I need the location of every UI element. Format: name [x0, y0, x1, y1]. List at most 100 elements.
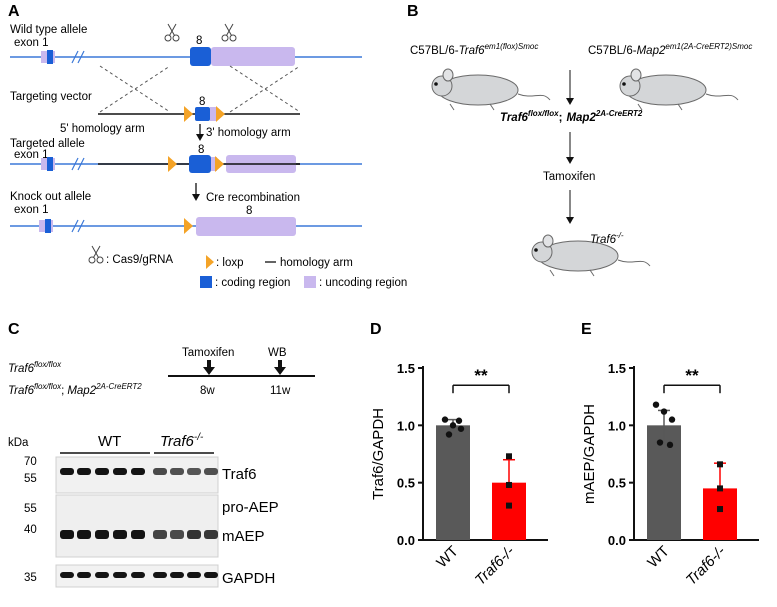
- data-point: [445, 431, 453, 438]
- panel-b-letter: B: [407, 3, 419, 20]
- western-blot: [55, 456, 219, 588]
- data-point: [506, 481, 512, 488]
- data-point: [455, 417, 463, 424]
- data-point: [652, 401, 660, 408]
- data-point: [506, 453, 512, 460]
- y-axis-label: mAEP/GAPDH: [581, 404, 598, 504]
- marker-55b: 55: [24, 503, 37, 515]
- y-tick-label: 1.5: [397, 361, 415, 376]
- y-tick-label: 0.0: [397, 533, 415, 548]
- data-point: [668, 416, 676, 423]
- legend-uncoding: : uncoding region: [319, 277, 407, 289]
- traf6-band: [187, 468, 201, 475]
- y-axis-label: Traf6/GAPDH: [370, 408, 387, 500]
- timeline-11w: 11w: [270, 385, 291, 397]
- panel-e-letter: E: [581, 321, 592, 338]
- legend-cas9: : Cas9/gRNA: [106, 254, 173, 266]
- category-label: Traf6-/-: [472, 543, 518, 589]
- traf6-band: [77, 468, 91, 475]
- marker-55: 55: [24, 473, 37, 485]
- cross-label: Traf6flox/flox;Map22A-CreERT2: [500, 109, 643, 124]
- result-label: Traf6-/-: [590, 231, 624, 246]
- uncoding-swatch: [304, 276, 316, 288]
- band-gapdh: GAPDH: [222, 570, 275, 587]
- category-label: WT: [433, 543, 462, 572]
- category-label: Traf6-/-: [683, 543, 729, 589]
- wt-exon8-uncoding: [211, 47, 295, 66]
- marker-70: 70: [24, 456, 37, 468]
- maep-band: [131, 530, 145, 539]
- y-tick-label: 1.0: [397, 418, 415, 433]
- wt-exon8-coding: [190, 47, 211, 66]
- data-point: [449, 422, 457, 429]
- legend-coding: : coding region: [215, 277, 290, 289]
- band-maep: mAEP: [222, 528, 265, 545]
- genotype1-label: Traf6flox/flox: [8, 360, 62, 375]
- targeted-allele-label: Targeted allele: [10, 138, 85, 150]
- category-label: WT: [644, 543, 673, 572]
- maep-band: [170, 530, 184, 539]
- bar: [647, 425, 681, 540]
- wt-exon8-label: 8: [196, 35, 202, 47]
- data-point: [717, 506, 723, 513]
- group-ko-label: Traf6-/-: [160, 432, 204, 450]
- strain2-label: C57BL/6-Map2em1(2A-CreERT2)Smoc: [588, 42, 752, 57]
- gapdh-band: [95, 572, 109, 578]
- maep-band: [113, 530, 127, 539]
- ta-exon8-label: 8: [198, 144, 204, 156]
- data-point: [441, 416, 449, 423]
- gapdh-band: [77, 572, 91, 578]
- data-point: [660, 408, 668, 415]
- legend-homology: homology arm: [280, 257, 353, 269]
- blot-aep-strip: [55, 494, 219, 558]
- ko-exon8-label: 8: [246, 205, 252, 217]
- loxp-marker: [184, 106, 193, 122]
- data-point: [506, 502, 512, 509]
- bar: [436, 425, 470, 540]
- data-point: [717, 461, 723, 468]
- band-pro-aep: pro-AEP: [222, 499, 279, 516]
- homology-3-label: 3' homology arm: [206, 127, 291, 139]
- cre-label: Cre recombination: [206, 192, 300, 204]
- maep-band: [95, 530, 109, 539]
- marker-40: 40: [24, 524, 37, 536]
- traf6-band: [153, 468, 167, 475]
- genotype2-label: Traf6flox/flox;Map22A-CreERT2: [8, 382, 142, 397]
- gapdh-band: [60, 572, 74, 578]
- y-tick-label: 0.0: [608, 533, 626, 548]
- loxp-legend-marker: [206, 255, 214, 269]
- traf6-band: [170, 468, 184, 475]
- marker-35: 35: [24, 572, 37, 584]
- data-point: [656, 439, 664, 446]
- traf6-band: [113, 468, 127, 475]
- traf6-band: [204, 468, 218, 475]
- scissor-icon: [221, 23, 237, 42]
- ko-exon1-label: exon 1: [14, 204, 49, 216]
- targeting-vector-label: Targeting vector: [10, 91, 92, 103]
- gapdh-band: [113, 572, 127, 578]
- significance-label: **: [685, 366, 699, 385]
- wt-exon1-label: exon 1: [14, 37, 49, 49]
- panel-c: C Traf6flox/flox Traf6flox/flox;Map22A-C…: [8, 321, 315, 588]
- gapdh-band: [204, 572, 218, 578]
- legend-loxp: : loxp: [216, 257, 244, 269]
- data-point: [666, 441, 674, 449]
- panel-c-letter: C: [8, 321, 20, 338]
- tamoxifen-label: Tamoxifen: [543, 171, 595, 183]
- scissor-icon: [164, 23, 180, 42]
- y-tick-label: 1.5: [608, 361, 626, 376]
- maep-band: [204, 530, 218, 539]
- y-tick-label: 1.0: [608, 418, 626, 433]
- data-point: [717, 485, 723, 492]
- maep-band: [187, 530, 201, 539]
- timeline-tamoxifen: Tamoxifen: [182, 347, 234, 359]
- panel-b: B C57BL/6-Traf6em1(flox)Smoc C57BL/6-Map…: [407, 3, 752, 277]
- mouse-icon: [619, 68, 739, 111]
- traf6-band: [131, 468, 145, 475]
- wild-type-label: Wild type allele: [10, 24, 87, 36]
